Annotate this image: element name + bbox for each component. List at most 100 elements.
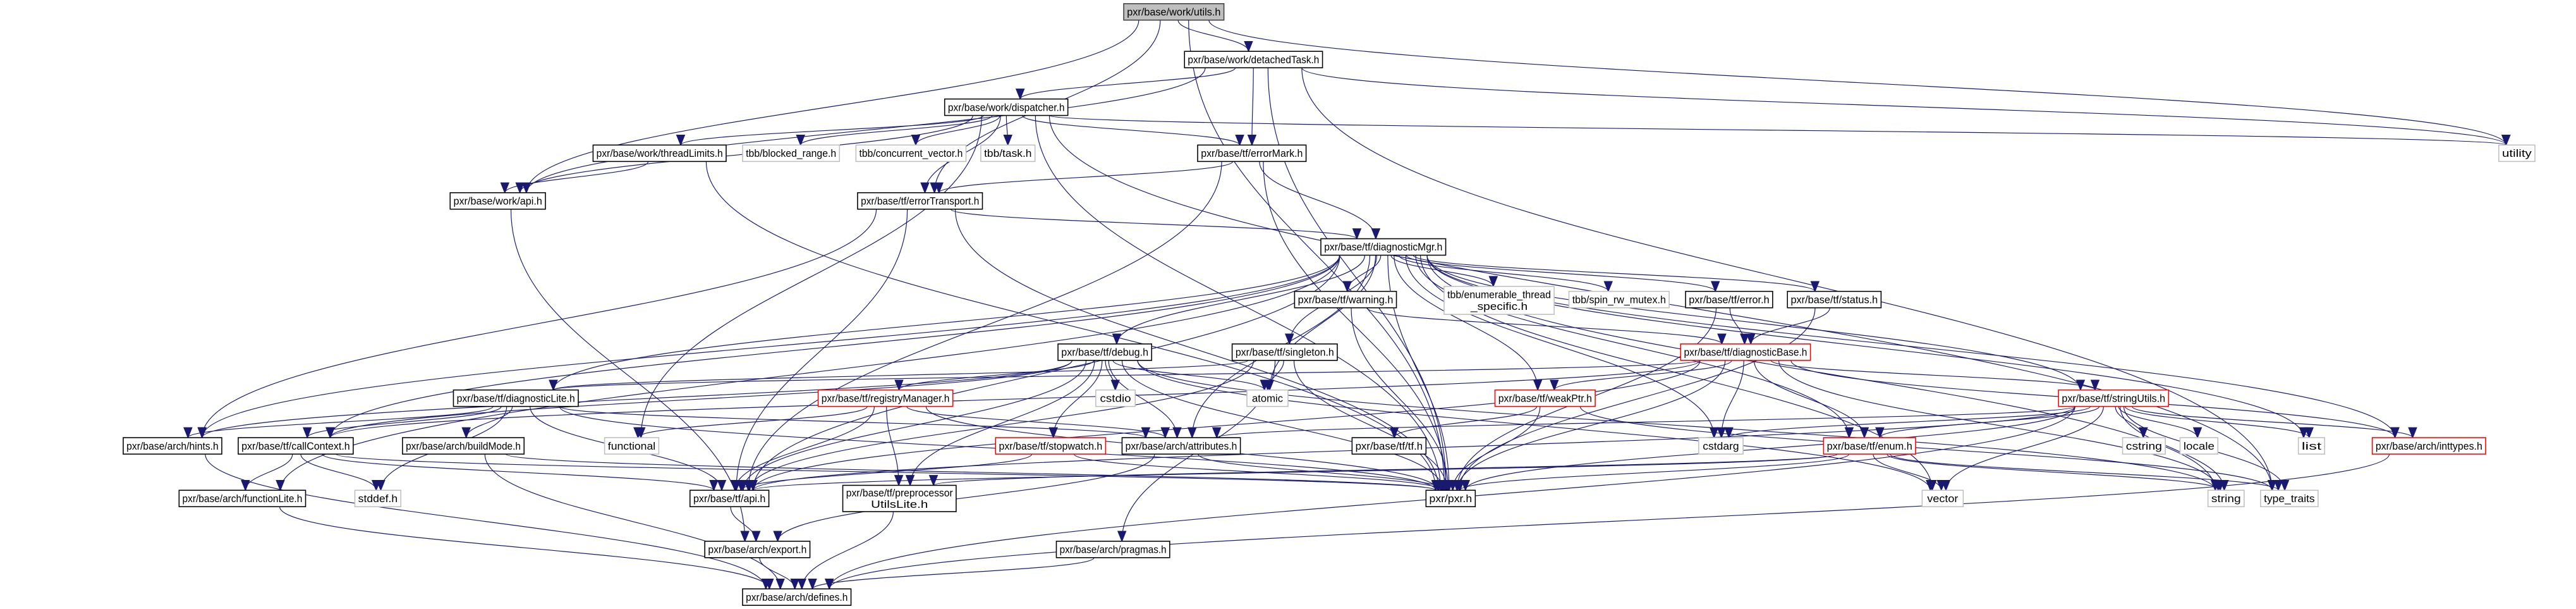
node-box: [402, 437, 525, 455]
node-label: pxr/base/tf/status.h: [1790, 294, 1878, 305]
edge-diagnosticBase-to-diagnosticLite: [549, 360, 1701, 391]
edge-utils-to-pxr: [1188, 20, 1449, 492]
edge-diagnosticLite-to-callContext: [303, 406, 502, 439]
node-box: [944, 98, 1069, 116]
edge-diagnosticLite-to-attributes: [559, 406, 1150, 439]
edge-errorMark-to-pxr: [1263, 161, 1451, 492]
node-box: [857, 192, 983, 210]
node-pxr-base-arch-inttypes-h[interactable]: pxr/base/arch/inttypes.h: [2371, 437, 2486, 455]
edge-buildMode-to-defines: [484, 454, 785, 591]
node-label: cstdarg: [1703, 441, 1739, 452]
node-label: tbb/spin_rw_mutex.h: [1572, 294, 1666, 305]
node-box: [1057, 343, 1153, 361]
node-tbb-spin-rw-mutex-h: tbb/spin_rw_mutex.h: [1568, 290, 1670, 309]
node-pxr-base-arch-attributes-h[interactable]: pxr/base/arch/attributes.h: [1121, 437, 1241, 455]
edge-inttypes-to-defines: [825, 454, 2390, 591]
node-pxr-base-work-api-h[interactable]: pxr/base/work/api.h: [449, 192, 546, 210]
node-pxr-base-work-threadlimits-h[interactable]: pxr/base/work/threadLimits.h: [592, 144, 727, 163]
node-cstring: cstring: [2122, 437, 2166, 455]
node-pxr-base-arch-export-h[interactable]: pxr/base/arch/export.h: [704, 541, 811, 558]
node-pxr-base-tf-tf-h[interactable]: pxr/base/tf/tf.h: [1351, 437, 1427, 455]
edge-dispatcher-to-utility: [1048, 115, 2510, 147]
node-label: type_traits: [2264, 493, 2315, 505]
edge-diagnosticMgr-to-diagnosticLite: [549, 255, 1340, 391]
node-label: locale: [2184, 441, 2215, 452]
node-pxr-base-tf-singleton-h[interactable]: pxr/base/tf/singleton.h: [1231, 343, 1338, 361]
node-label: pxr/base/arch/inttypes.h: [2376, 441, 2482, 452]
edge-dispatcher-to-concurrent_vector: [911, 115, 1000, 147]
node-box: [1320, 238, 1447, 256]
edge-debug-to-hints: [197, 360, 1072, 439]
edge-detachedTask-to-utility: [1301, 67, 2510, 147]
node-pxr-base-tf-stringutils-h[interactable]: pxr/base/tf/stringUtils.h: [2058, 389, 2170, 407]
node-pxr-base-tf-status-h[interactable]: pxr/base/tf/status.h: [1787, 290, 1882, 309]
edge-hints-to-defines: [205, 454, 770, 591]
node-box: [1698, 437, 1744, 455]
node-box: [1184, 51, 1323, 68]
edge-status-to-diagnosticBase: [1746, 307, 1830, 345]
node-label: pxr/base/arch/functionLite.h: [183, 493, 303, 505]
node-label: pxr/base/tf/stringUtils.h: [2062, 393, 2165, 404]
node-pxr-base-tf-errormark-h[interactable]: pxr/base/tf/errorMark.h: [1197, 144, 1307, 163]
node-pxr-base-work-dispatcher-h[interactable]: pxr/base/work/dispatcher.h: [944, 98, 1069, 116]
node-pxr-base-tf-registrymanager-h[interactable]: pxr/base/tf/registryManager.h: [817, 389, 954, 407]
node-pxr-base-tf-debug-h[interactable]: pxr/base/tf/debug.h: [1057, 343, 1153, 361]
node-pxr-base-tf-callcontext-h[interactable]: pxr/base/tf/callContext.h: [238, 437, 354, 455]
edge-diagnosticBase-to-weakPtr: [1550, 360, 1732, 391]
node-utility: utility: [2498, 144, 2536, 163]
node-pxr-base-tf-warning-h[interactable]: pxr/base/tf/warning.h: [1294, 290, 1397, 309]
edge-singleton-to-tfApi: [744, 360, 1255, 492]
edge-detachedTask-to-errorMark: [1247, 68, 1257, 147]
node-box: [1197, 144, 1307, 163]
edge-export-to-defines: [759, 557, 799, 591]
node-pxr-base-tf-api-h[interactable]: pxr/base/tf/api.h: [690, 489, 770, 508]
node-label: pxr/base/tf/singleton.h: [1236, 347, 1334, 359]
node-pxr-base-arch-buildmode-h[interactable]: pxr/base/arch/buildMode.h: [402, 437, 525, 455]
node-label: pxr/base/arch/hints.h: [126, 441, 219, 452]
edge-utils-to-detachedTask: [1177, 20, 1253, 52]
node-label: pxr/base/tf/error.h: [1689, 294, 1769, 305]
node-box: [704, 541, 811, 558]
node-pxr-base-tf-enum-h[interactable]: pxr/base/tf/enum.h: [1823, 437, 1916, 455]
node-label: pxr/base/tf/tf.h: [1356, 441, 1423, 452]
node-pxr-base-arch-defines-h[interactable]: pxr/base/arch/defines.h: [742, 588, 852, 606]
edge-dispatcher-to-blocked_range: [796, 115, 993, 147]
edge-dispatcher-to-task: [1003, 115, 1012, 147]
node-pxr-base-tf-diagnosticlite-h[interactable]: pxr/base/tf/diagnosticLite.h: [453, 389, 579, 407]
node-label: pxr/base/arch/attributes.h: [1126, 441, 1237, 452]
node-stddef-h: stddef.h: [354, 489, 402, 508]
node-pxr-pxr-h[interactable]: pxr/pxr.h: [1425, 489, 1476, 508]
node-label: vector: [1927, 493, 1959, 505]
node-pxr-base-tf-errortransport-h[interactable]: pxr/base/tf/errorTransport.h: [857, 192, 983, 210]
node-list: list: [2297, 437, 2326, 455]
node-pxr-base-work-utils-h[interactable]: pxr/base/work/utils.h: [1123, 3, 1225, 21]
edge-debug-to-string: [1137, 360, 2220, 492]
node-box: [1680, 343, 1811, 361]
node-tbb-task-h: tbb/task.h: [980, 144, 1036, 163]
node-box: [817, 389, 954, 407]
edge-warning-to-pxr: [1351, 307, 1453, 492]
node-box: [1921, 489, 1964, 508]
edge-pragmas-to-defines: [808, 557, 1095, 591]
node-pxr-base-work-detachedtask-h[interactable]: pxr/base/work/detachedTask.h: [1184, 51, 1323, 68]
node-pxr-base-tf-error-h[interactable]: pxr/base/tf/error.h: [1685, 290, 1773, 309]
node-label: tbb/blocked_range.h: [746, 148, 836, 159]
node-pxr-base-tf-weakptr-h[interactable]: pxr/base/tf/weakPtr.h: [1494, 389, 1596, 407]
edge-enum-to-preprocessor: [929, 453, 1838, 487]
node-box: [1121, 437, 1241, 455]
node-pxr-base-arch-hints-h[interactable]: pxr/base/arch/hints.h: [123, 437, 222, 455]
node-pxr-base-tf-stopwatch-h[interactable]: pxr/base/tf/stopwatch.h: [995, 437, 1107, 455]
node-box: [1787, 290, 1882, 309]
node-pxr-base-arch-functionlite-h[interactable]: pxr/base/arch/functionLite.h: [178, 489, 307, 508]
node-pxr-base-arch-pragmas-h[interactable]: pxr/base/arch/pragmas.h: [1055, 541, 1170, 558]
node-cstdio: cstdio: [1095, 389, 1136, 407]
edge-debug-to-pxr: [1121, 360, 1448, 492]
node-pxr-base-tf-diagnosticbase-h[interactable]: pxr/base/tf/diagnosticBase.h: [1680, 343, 1811, 361]
node-pxr-base-tf-diagnosticmgr-h[interactable]: pxr/base/tf/diagnosticMgr.h: [1320, 238, 1447, 256]
node-box: [238, 437, 354, 455]
node-box: [2179, 437, 2219, 455]
edge-registryManager-to-tfApi: [730, 406, 875, 492]
